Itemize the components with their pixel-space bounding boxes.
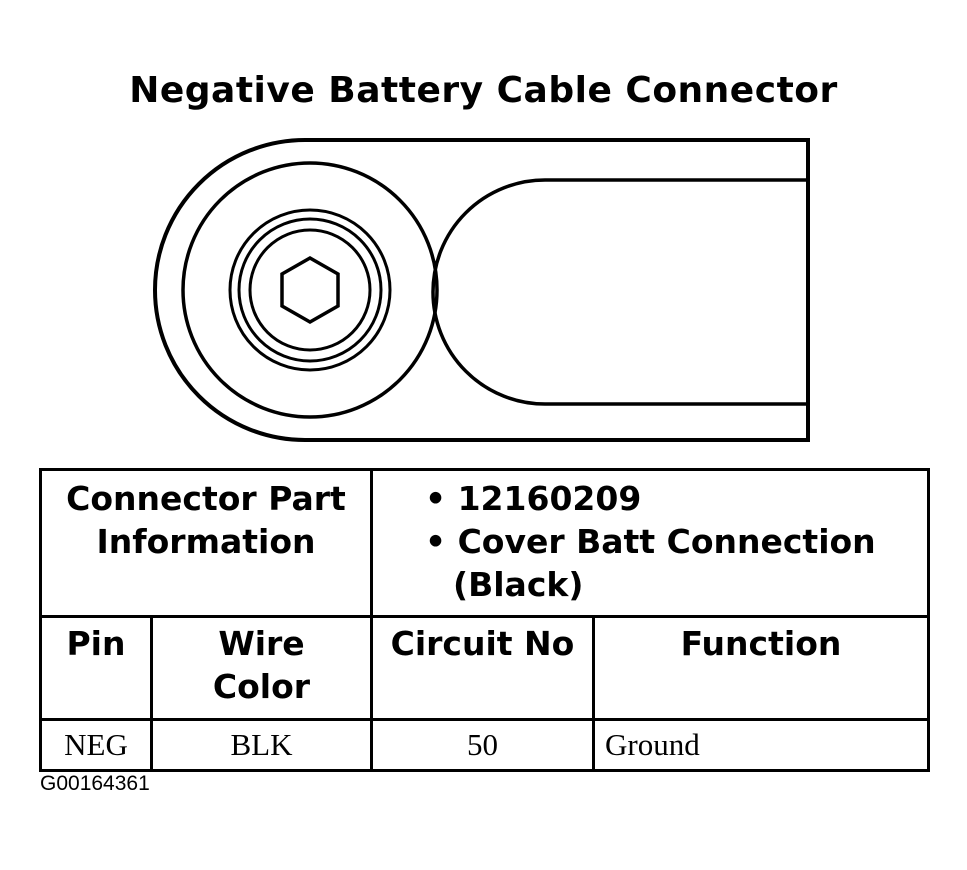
- connector-body-outline: [153, 138, 810, 442]
- cell-pin: NEG: [39, 718, 153, 772]
- connector-part-info-label: Connector Part Information: [39, 468, 373, 618]
- figure-id: G00164361: [40, 772, 150, 795]
- connector-part-info-values: • 12160209 • Cover Batt Connection (Blac…: [369, 468, 931, 618]
- part-description: Cover Batt Connection: [457, 522, 876, 561]
- diagram-title: Negative Battery Cable Connector: [129, 70, 838, 111]
- header-circuit-no: Circuit No: [370, 615, 595, 721]
- cell-function: Ground: [591, 718, 931, 772]
- ring-inner: [237, 217, 383, 363]
- header-wire-color: Wire Color: [150, 615, 373, 721]
- part-number: 12160209: [457, 479, 642, 518]
- ring-middle: [228, 208, 392, 372]
- connector-info-table: Connector Part Information • 12160209 • …: [39, 468, 931, 772]
- column-header-row: Pin Wire Color Circuit No Function: [39, 615, 931, 721]
- hex-bolt-icon: [280, 255, 340, 325]
- description-line: • Cover Batt Connection: [425, 520, 927, 563]
- bullet-icon: •: [425, 479, 447, 518]
- cell-wire-color: BLK: [150, 718, 373, 772]
- description-color-line: (Black): [453, 565, 584, 604]
- connector-info-row: Connector Part Information • 12160209 • …: [39, 468, 931, 618]
- cell-circuit-no: 50: [370, 718, 595, 772]
- battery-cable-connector-icon: [153, 138, 810, 442]
- table-row: NEG BLK 50 Ground: [39, 718, 931, 772]
- header-function: Function: [591, 615, 931, 721]
- ring-bolt-seat: [248, 228, 372, 352]
- header-pin: Pin: [39, 615, 153, 721]
- part-number-line: • 12160209: [425, 477, 927, 520]
- bullet-icon: •: [425, 522, 447, 561]
- connector-slot-outline: [431, 178, 808, 406]
- ring-outer: [181, 161, 439, 419]
